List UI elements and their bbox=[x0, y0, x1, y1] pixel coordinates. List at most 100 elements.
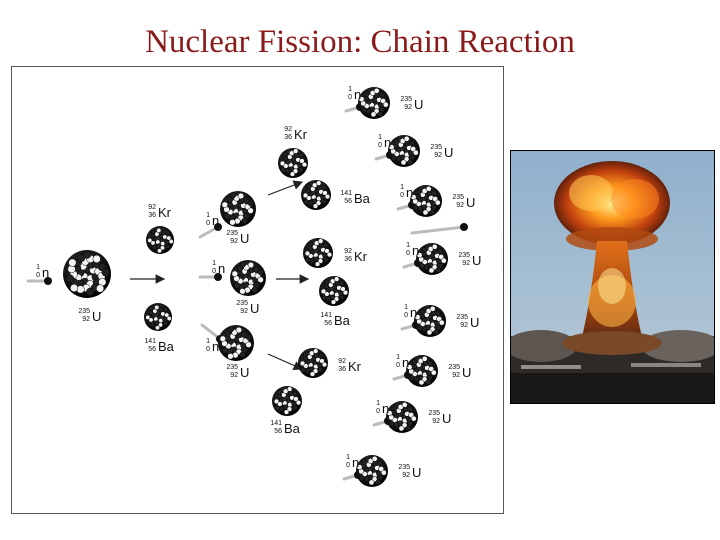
svg-text:235: 235 bbox=[400, 96, 412, 103]
svg-text:1: 1 bbox=[36, 264, 40, 271]
svg-text:235: 235 bbox=[458, 252, 470, 259]
svg-text:92: 92 bbox=[82, 316, 90, 323]
svg-text:1: 1 bbox=[206, 212, 210, 219]
uranium-nucleus-2a bbox=[220, 191, 256, 227]
svg-text:92: 92 bbox=[284, 126, 292, 133]
svg-text:1: 1 bbox=[348, 86, 352, 93]
svg-text:92: 92 bbox=[344, 248, 352, 255]
uranium-label-3d: 23592U bbox=[458, 252, 481, 268]
svg-text:n: n bbox=[406, 185, 413, 200]
uranium-nucleus-3e bbox=[414, 305, 446, 337]
mushroom-cloud-photo bbox=[510, 150, 715, 404]
svg-text:n: n bbox=[354, 87, 361, 102]
uranium-nucleus-3c bbox=[410, 185, 442, 217]
svg-text:141: 141 bbox=[144, 338, 156, 345]
svg-text:U: U bbox=[414, 97, 423, 112]
svg-text:0: 0 bbox=[206, 220, 210, 227]
barium-nucleus-3a bbox=[301, 180, 331, 210]
svg-text:U: U bbox=[444, 145, 453, 160]
uranium-nucleus-3b bbox=[388, 135, 420, 167]
svg-text:92: 92 bbox=[452, 372, 460, 379]
uranium-nucleus-initial bbox=[63, 250, 111, 298]
svg-text:92: 92 bbox=[432, 418, 440, 425]
svg-text:1: 1 bbox=[396, 354, 400, 361]
svg-text:1: 1 bbox=[206, 338, 210, 345]
svg-text:92: 92 bbox=[462, 260, 470, 267]
uranium-nucleus-3a bbox=[358, 87, 390, 119]
krypton-nucleus-3a bbox=[278, 148, 308, 178]
svg-text:0: 0 bbox=[376, 408, 380, 415]
neutron-label: 10n bbox=[348, 86, 361, 102]
svg-text:U: U bbox=[472, 253, 481, 268]
svg-text:0: 0 bbox=[400, 192, 404, 199]
svg-text:0: 0 bbox=[206, 346, 210, 353]
krypton-label-3a: 9236Kr bbox=[284, 126, 307, 142]
uranium-nucleus-3f bbox=[406, 355, 438, 387]
svg-text:92: 92 bbox=[148, 204, 156, 211]
svg-text:1: 1 bbox=[346, 454, 350, 461]
svg-text:235: 235 bbox=[226, 364, 238, 371]
svg-text:1: 1 bbox=[400, 184, 404, 191]
svg-text:235: 235 bbox=[398, 464, 410, 471]
svg-text:235: 235 bbox=[430, 144, 442, 151]
krypton-nucleus-3b bbox=[303, 238, 333, 268]
svg-text:0: 0 bbox=[378, 142, 382, 149]
svg-text:92: 92 bbox=[434, 152, 442, 159]
uranium-label-3a: 23592U bbox=[400, 96, 423, 112]
svg-text:0: 0 bbox=[406, 250, 410, 257]
svg-text:235: 235 bbox=[236, 300, 248, 307]
svg-text:0: 0 bbox=[212, 268, 216, 275]
svg-text:0: 0 bbox=[348, 94, 352, 101]
svg-text:56: 56 bbox=[324, 320, 332, 327]
svg-text:n: n bbox=[42, 265, 49, 280]
svg-text:141: 141 bbox=[270, 420, 282, 427]
uranium-nucleus-2b bbox=[230, 260, 266, 296]
svg-text:U: U bbox=[462, 365, 471, 380]
svg-text:n: n bbox=[410, 305, 417, 320]
svg-text:92: 92 bbox=[230, 238, 238, 245]
svg-text:92: 92 bbox=[402, 472, 410, 479]
neutron-stray bbox=[412, 223, 468, 233]
svg-text:U: U bbox=[92, 309, 101, 324]
svg-text:n: n bbox=[212, 213, 219, 228]
svg-text:92: 92 bbox=[404, 104, 412, 111]
svg-text:92: 92 bbox=[240, 308, 248, 315]
svg-text:Kr: Kr bbox=[294, 127, 308, 142]
svg-text:Kr: Kr bbox=[354, 249, 368, 264]
uranium-label-2b: 23592U bbox=[236, 300, 259, 316]
barium-label-3c: 14156Ba bbox=[270, 420, 300, 436]
uranium-nucleus-3h bbox=[356, 455, 388, 487]
svg-text:U: U bbox=[250, 301, 259, 316]
svg-text:n: n bbox=[384, 135, 391, 150]
svg-text:Ba: Ba bbox=[334, 313, 351, 328]
svg-text:n: n bbox=[212, 339, 219, 354]
svg-text:n: n bbox=[412, 243, 419, 258]
svg-text:1: 1 bbox=[376, 400, 380, 407]
reaction-arrow bbox=[268, 354, 302, 369]
svg-text:U: U bbox=[412, 465, 421, 480]
svg-text:92: 92 bbox=[460, 322, 468, 329]
barium-nucleus bbox=[144, 303, 172, 331]
svg-text:U: U bbox=[240, 365, 249, 380]
neutron-label: 10n bbox=[36, 264, 49, 280]
barium-nucleus-3c bbox=[272, 386, 302, 416]
svg-text:141: 141 bbox=[340, 190, 352, 197]
neutron-label: 10n bbox=[346, 454, 359, 470]
svg-text:n: n bbox=[382, 401, 389, 416]
slide-title: Nuclear Fission: Chain Reaction bbox=[0, 24, 720, 61]
svg-text:1: 1 bbox=[378, 134, 382, 141]
svg-text:56: 56 bbox=[344, 198, 352, 205]
